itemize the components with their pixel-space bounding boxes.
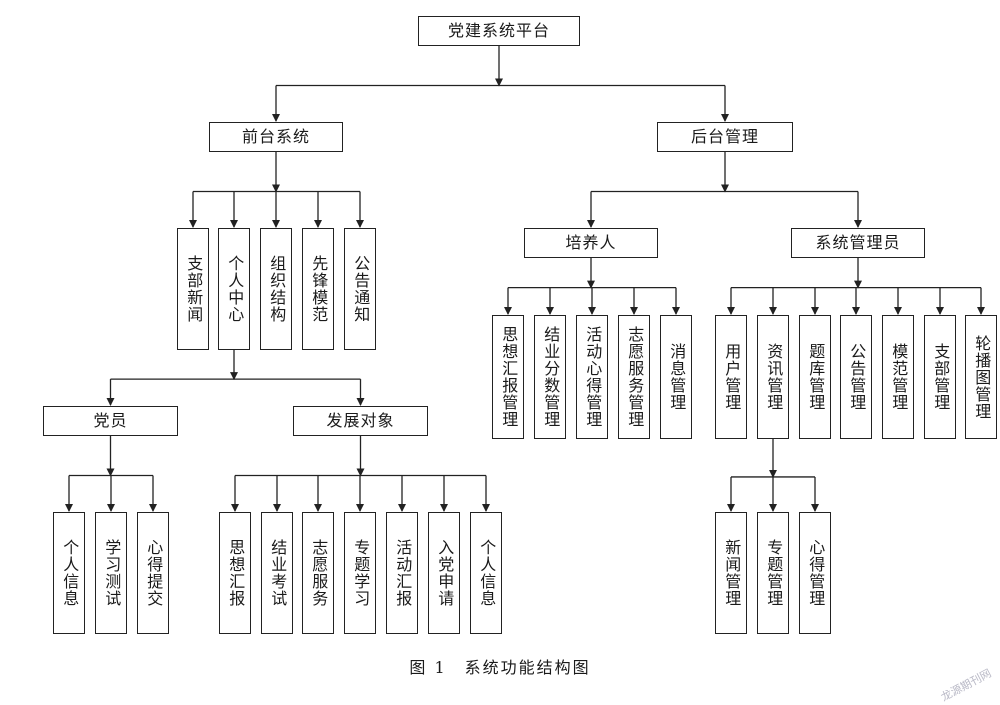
node-p3: 活动心得管理 bbox=[576, 315, 608, 439]
node-s1: 用户管理 bbox=[715, 315, 747, 439]
node-s2: 资讯管理 bbox=[757, 315, 789, 439]
node-t2: 结业考试 bbox=[261, 512, 293, 634]
node-target: 发展对象 bbox=[293, 406, 428, 436]
node-t3: 志愿服务 bbox=[302, 512, 334, 634]
node-n3: 心得管理 bbox=[799, 512, 831, 634]
node-p5: 消息管理 bbox=[660, 315, 692, 439]
node-s5: 模范管理 bbox=[882, 315, 914, 439]
node-trainer: 培养人 bbox=[524, 228, 658, 258]
node-member: 党员 bbox=[43, 406, 178, 436]
node-m2: 学习测试 bbox=[95, 512, 127, 634]
node-sysadmin: 系统管理员 bbox=[791, 228, 925, 258]
figure-caption: 图 1 系统功能结构图 bbox=[409, 658, 591, 677]
node-t6: 入党申请 bbox=[428, 512, 460, 634]
node-t4: 专题学习 bbox=[344, 512, 376, 634]
node-n1: 新闻管理 bbox=[715, 512, 747, 634]
node-t7: 个人信息 bbox=[470, 512, 502, 634]
node-m3: 心得提交 bbox=[137, 512, 169, 634]
node-m1: 个人信息 bbox=[53, 512, 85, 634]
node-f2: 个人中心 bbox=[218, 228, 250, 350]
node-front: 前台系统 bbox=[209, 122, 343, 152]
node-p4: 志愿服务管理 bbox=[618, 315, 650, 439]
node-s4: 公告管理 bbox=[840, 315, 872, 439]
node-f3: 组织结构 bbox=[260, 228, 292, 350]
node-n2: 专题管理 bbox=[757, 512, 789, 634]
node-s6: 支部管理 bbox=[924, 315, 956, 439]
function-structure-diagram: 党建系统平台前台系统 后台管理支部新闻个人中心组织结构先锋模范公告通知党员 发展对象… bbox=[43, 16, 997, 634]
node-f5: 公告通知 bbox=[344, 228, 376, 350]
node-s3: 题库管理 bbox=[799, 315, 831, 439]
node-f1: 支部新闻 bbox=[177, 228, 209, 350]
node-f4: 先锋模范 bbox=[302, 228, 334, 350]
node-s7: 轮播图管理 bbox=[965, 315, 997, 439]
node-p2: 结业分数管理 bbox=[534, 315, 566, 439]
node-back: 后台管理 bbox=[657, 122, 793, 152]
node-root: 党建系统平台 bbox=[418, 16, 580, 46]
node-t5: 活动汇报 bbox=[386, 512, 418, 634]
node-t1: 思想汇报 bbox=[219, 512, 251, 634]
node-p1: 思想汇报管理 bbox=[492, 315, 524, 439]
